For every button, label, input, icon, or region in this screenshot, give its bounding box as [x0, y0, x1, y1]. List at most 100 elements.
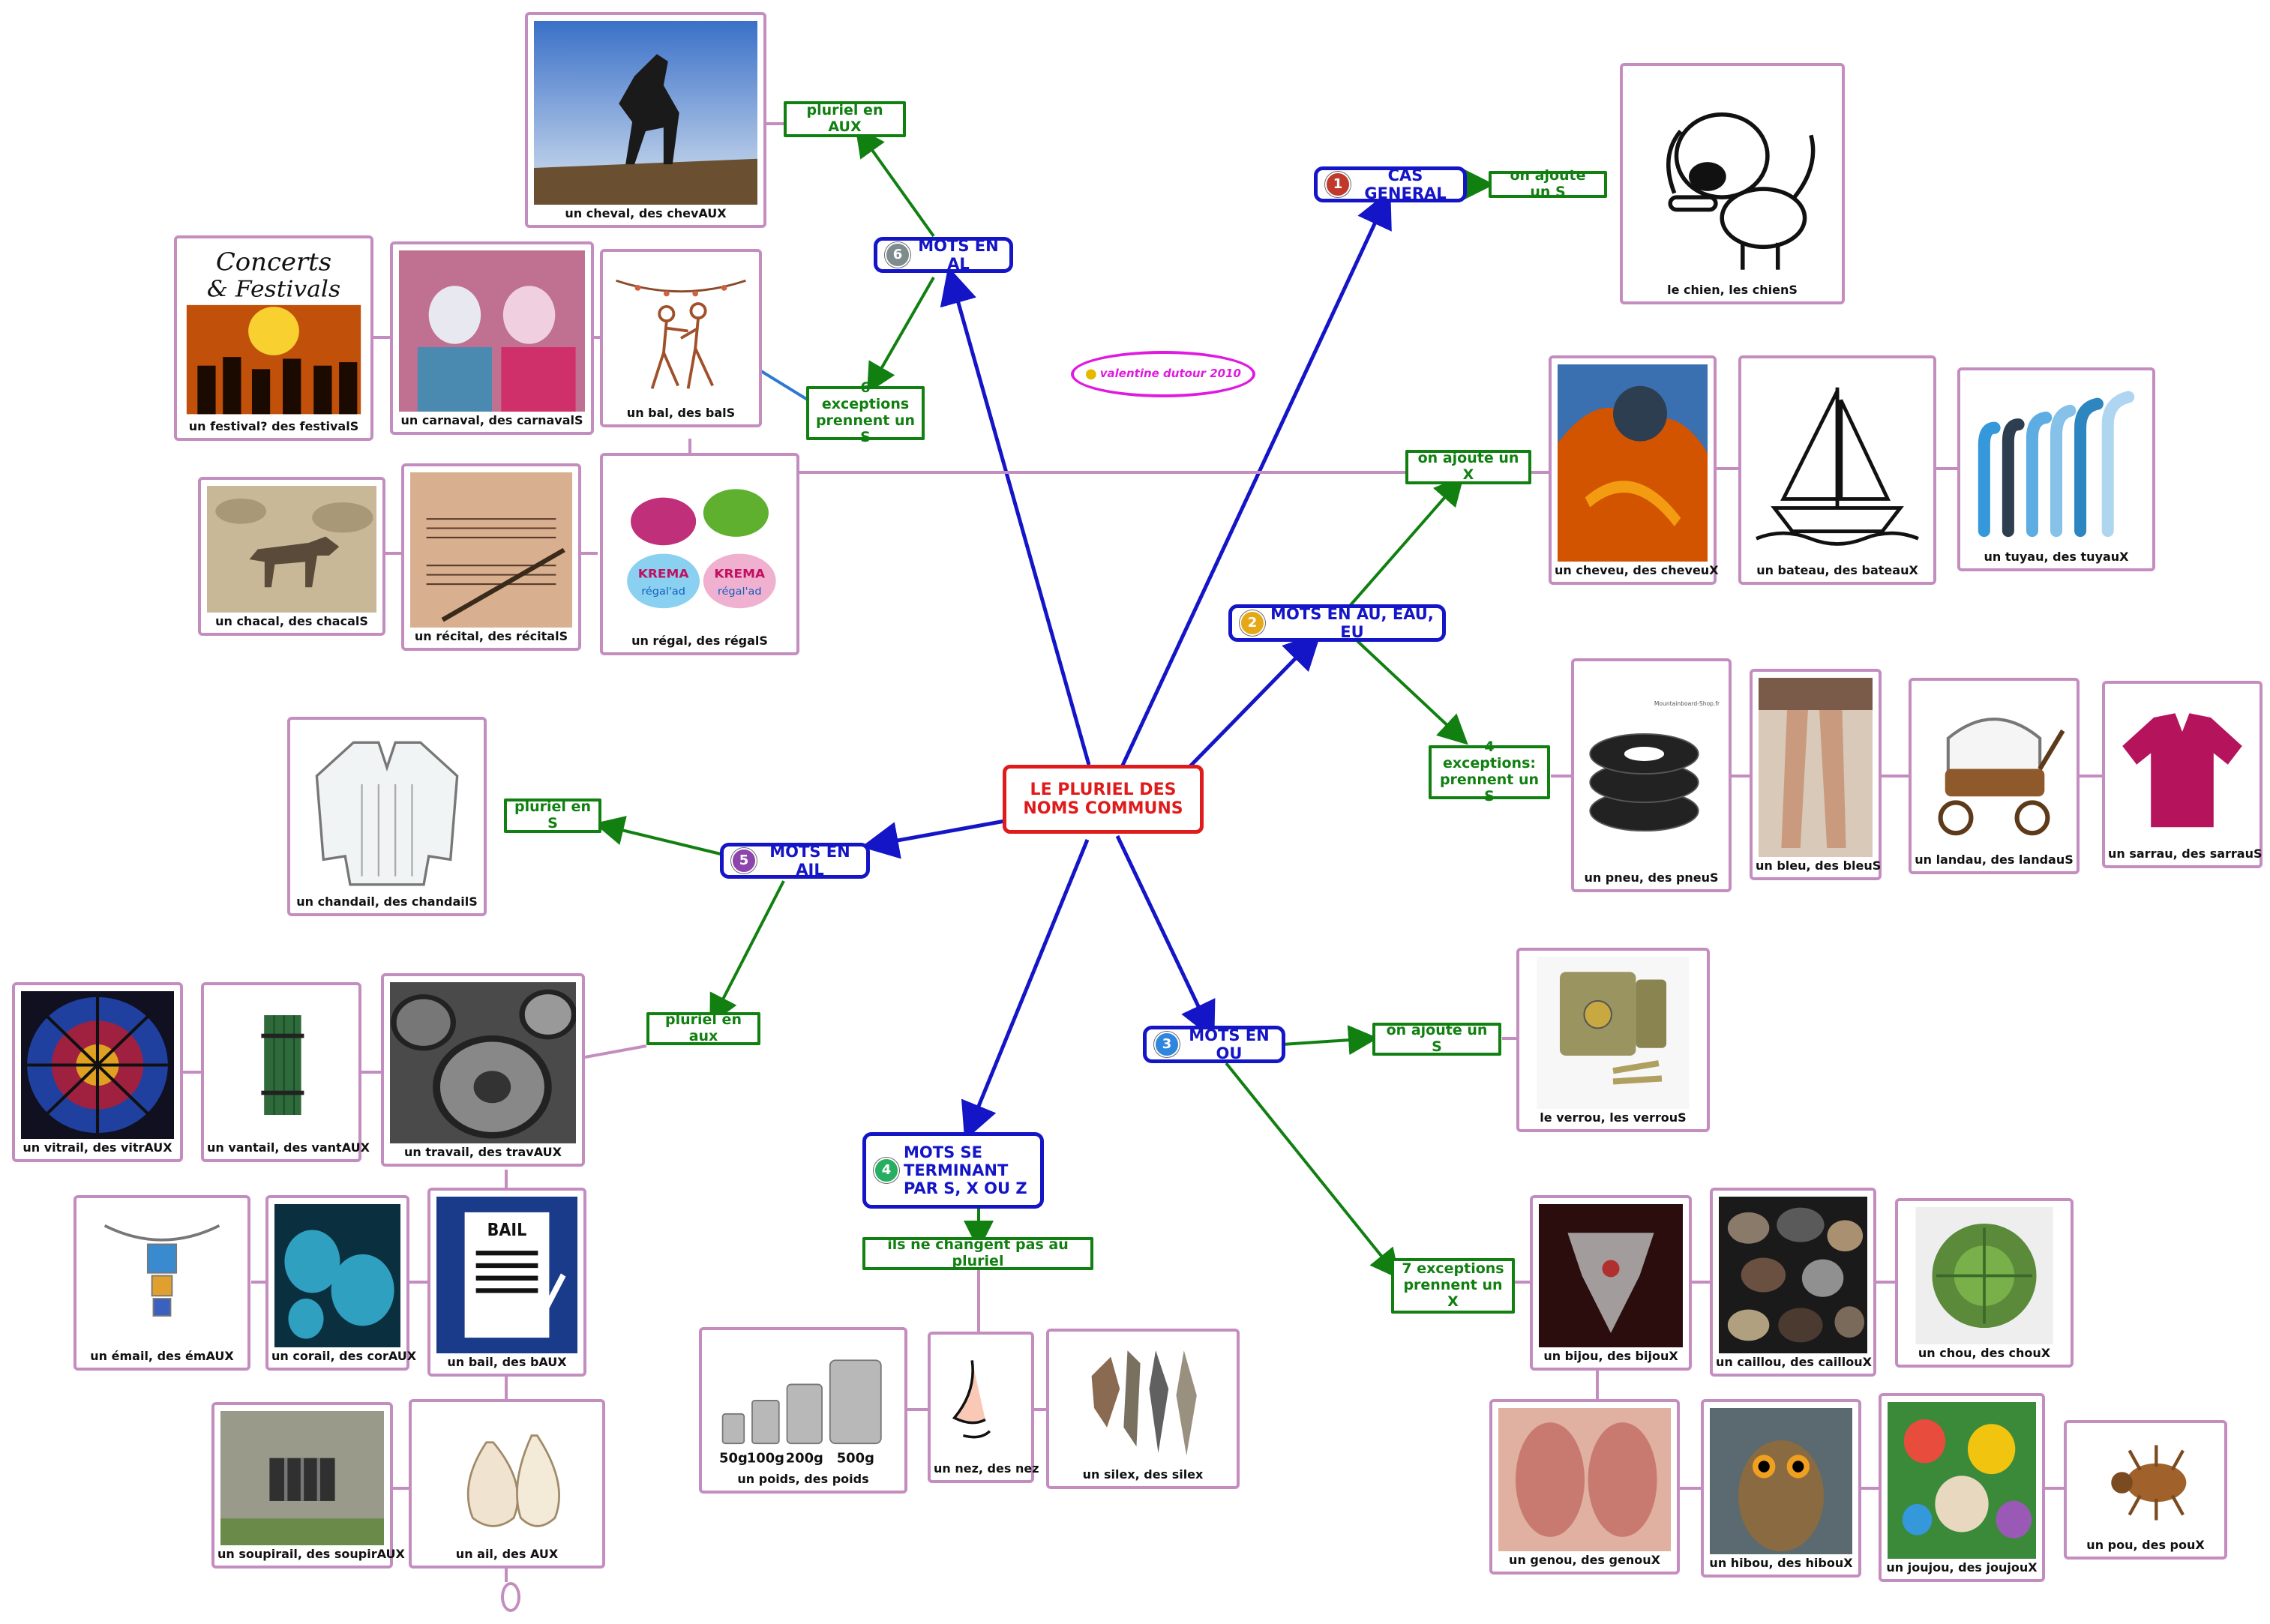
card-chandail[interactable]: un chandail, des chandailS [287, 717, 487, 916]
card-silex[interactable]: un silex, des silex [1046, 1329, 1240, 1489]
card-festival[interactable]: Concerts& Festivals un festival? des fes… [174, 235, 373, 441]
legs-bruise-image [1759, 678, 1873, 857]
branch-cas-general-label: CAS GENERAL [1364, 166, 1447, 202]
card-regal-caption: un régal, des régalS [631, 634, 768, 648]
root-node[interactable]: LE PLURIEL DES NOMS COMMUNS [1003, 765, 1204, 834]
card-bleu-caption: un bleu, des bleuS [1756, 858, 1882, 873]
empty-sub-node[interactable] [501, 1582, 520, 1612]
lightbulb-icon: ● [1085, 365, 1097, 382]
rule-au-add-x[interactable]: on ajoute un X [1405, 450, 1531, 484]
card-carnaval[interactable]: un carnaval, des carnavalS [390, 241, 594, 435]
knees-image [1498, 1408, 1671, 1551]
shop-label: Mountainboard-Shop.fr [1654, 700, 1720, 707]
card-pneu-caption: un pneu, des pneuS [1584, 870, 1719, 885]
card-hibou-caption: un hibou, des hibouX [1709, 1556, 1853, 1570]
branch-mots-en-au-eau-eu[interactable]: 2 MOTS EN AU, EAU, EU [1228, 604, 1446, 642]
card-verrou[interactable]: le verrou, les verrouS [1516, 948, 1710, 1132]
rule-ail-aux[interactable]: pluriel en aux [646, 1011, 760, 1045]
branch-mots-en-ail[interactable]: 5 MOTS EN AIL [720, 843, 870, 879]
card-poids-caption: un poids, des poids [737, 1472, 869, 1486]
card-chacal[interactable]: un chacal, des chacalS [198, 477, 385, 636]
card-bail[interactable]: BAIL un bail, des bAUX [427, 1188, 586, 1377]
regalad-label-2: régal'ad [718, 586, 762, 597]
card-nez[interactable]: un nez, des nez [928, 1332, 1039, 1483]
number-4-icon: 4 [874, 1158, 899, 1183]
card-ail[interactable]: un ail, des AUX [409, 1399, 605, 1569]
rule-s-x-z[interactable]: ils ne changent pas au pluriel [862, 1236, 1093, 1270]
cellar-window-image [220, 1411, 384, 1545]
card-nez-caption: un nez, des nez [934, 1461, 1039, 1476]
branch-mots-en-ou[interactable]: 3 MOTS EN OU [1143, 1026, 1285, 1063]
card-chou-caption: un chou, des chouX [1918, 1346, 2051, 1360]
card-sarrau-caption: un sarrau, des sarrauS [2108, 846, 2263, 861]
concerts-festivals-image: Concerts& Festivals [183, 244, 364, 418]
smock-image [2111, 690, 2254, 845]
hoses-image [1966, 376, 2146, 548]
card-bal[interactable]: un bal, des balS [600, 249, 762, 427]
card-soupirail-caption: un soupirail, des soupirAUX [217, 1547, 405, 1561]
card-genou-caption: un genou, des genouX [1509, 1553, 1660, 1567]
rule-cas-general[interactable]: on ajoute un S [1489, 167, 1607, 200]
card-sarrau[interactable]: un sarrau, des sarrauS [2102, 681, 2263, 868]
card-bail-caption: un bail, des bAUX [447, 1355, 567, 1369]
card-hibou[interactable]: un hibou, des hibouX [1701, 1399, 1861, 1578]
card-caillou-caption: un caillou, des caillouX [1716, 1355, 1872, 1369]
sheet-music-image [410, 472, 572, 628]
dog-cartoon-image [1629, 72, 1836, 281]
card-tuyau[interactable]: un tuyau, des tuyauX [1957, 367, 2155, 571]
rule-ou-exceptions[interactable]: 7 exceptions prennent un X [1391, 1258, 1515, 1314]
coral-image [274, 1204, 400, 1347]
branch-cas-general[interactable]: 1 CAS GENERAL [1314, 166, 1467, 202]
card-landau-caption: un landau, des landauS [1915, 852, 2074, 867]
rule-al-exceptions[interactable]: 6 exceptions prennent un S [806, 379, 925, 445]
louse-image [2073, 1429, 2218, 1536]
weight-200g-label: 200g [786, 1450, 823, 1466]
card-travail-caption: un travail, des travAUX [404, 1145, 562, 1159]
card-joujou-caption: un joujou, des joujouX [1886, 1560, 2038, 1575]
card-email[interactable]: un émail, des émAUX [73, 1195, 250, 1371]
card-tuyau-caption: un tuyau, des tuyauX [1984, 550, 2129, 564]
card-joujou[interactable]: un joujou, des joujouX [1879, 1393, 2045, 1582]
shutter-image [210, 991, 352, 1139]
card-vantail-caption: un vantail, des vantAUX [207, 1140, 370, 1155]
rule-ail-s[interactable]: pluriel en S [504, 799, 601, 833]
garlic-image [418, 1408, 596, 1545]
card-pou[interactable]: un pou, des pouX [2064, 1420, 2227, 1560]
card-vitrail[interactable]: un vitrail, des vitrAUX [12, 982, 183, 1162]
card-cheveu[interactable]: un cheveu, des cheveuX [1549, 355, 1719, 585]
lock-image [1525, 957, 1701, 1109]
branch-mots-en-al[interactable]: 6 MOTS EN AL [874, 237, 1013, 273]
cabbage-image [1904, 1207, 2065, 1344]
rule-au-exceptions[interactable]: 4 exceptions: prennent un S [1429, 739, 1550, 805]
branch-ail-label: MOTS EN AIL [769, 842, 850, 879]
rule-ou-add-s[interactable]: on ajoute un S [1372, 1022, 1501, 1056]
card-recital[interactable]: un récital, des récitalS [401, 463, 581, 651]
card-corail[interactable]: un corail, des corAUX [265, 1195, 416, 1371]
card-genou[interactable]: un genou, des genouX [1489, 1399, 1680, 1575]
rule-al-aux[interactable]: pluriel en AUX [784, 101, 906, 137]
branch-mots-s-x-z[interactable]: 4 MOTS SE TERMINANT PAR S, X OU Z [862, 1132, 1044, 1209]
root-title-line2: NOMS COMMUNS [1023, 799, 1183, 818]
card-landau[interactable]: un landau, des landauS [1909, 678, 2080, 874]
link-bal [760, 370, 811, 403]
nose-image [937, 1341, 1025, 1460]
card-ail-caption: un ail, des AUX [455, 1547, 559, 1561]
card-soupirail[interactable]: un soupirail, des soupirAUX [211, 1402, 405, 1569]
card-caillou[interactable]: un caillou, des caillouX [1710, 1188, 1876, 1377]
root-links [861, 189, 1392, 1141]
card-travail[interactable]: un travail, des travAUX [381, 973, 585, 1167]
card-bateau[interactable]: un bateau, des bateauX [1738, 355, 1936, 585]
number-6-icon: 6 [885, 242, 910, 268]
painting-image [1558, 364, 1708, 562]
card-cheval[interactable]: un cheval, des chevAUX [525, 12, 766, 228]
card-chou[interactable]: un chou, des chouX [1895, 1198, 2074, 1368]
card-bleu[interactable]: un bleu, des bleuS [1750, 669, 1882, 880]
card-pneu[interactable]: Mountainboard-Shop.fr un pneu, des pneuS [1571, 658, 1732, 892]
card-bijou[interactable]: un bijou, des bijouX [1530, 1195, 1692, 1371]
card-chien[interactable]: le chien, les chienS [1620, 63, 1845, 304]
card-vantail[interactable]: un vantail, des vantAUX [201, 982, 370, 1162]
